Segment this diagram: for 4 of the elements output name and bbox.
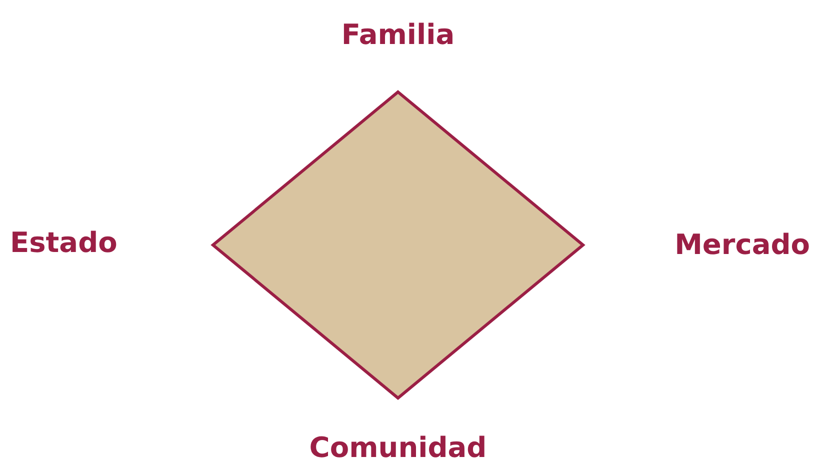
vertex-label: Comunidad [309,434,487,462]
vertex-label: Estado [10,229,118,257]
vertex-label: Mercado [674,231,810,259]
vertex-label: Familia [341,21,455,49]
